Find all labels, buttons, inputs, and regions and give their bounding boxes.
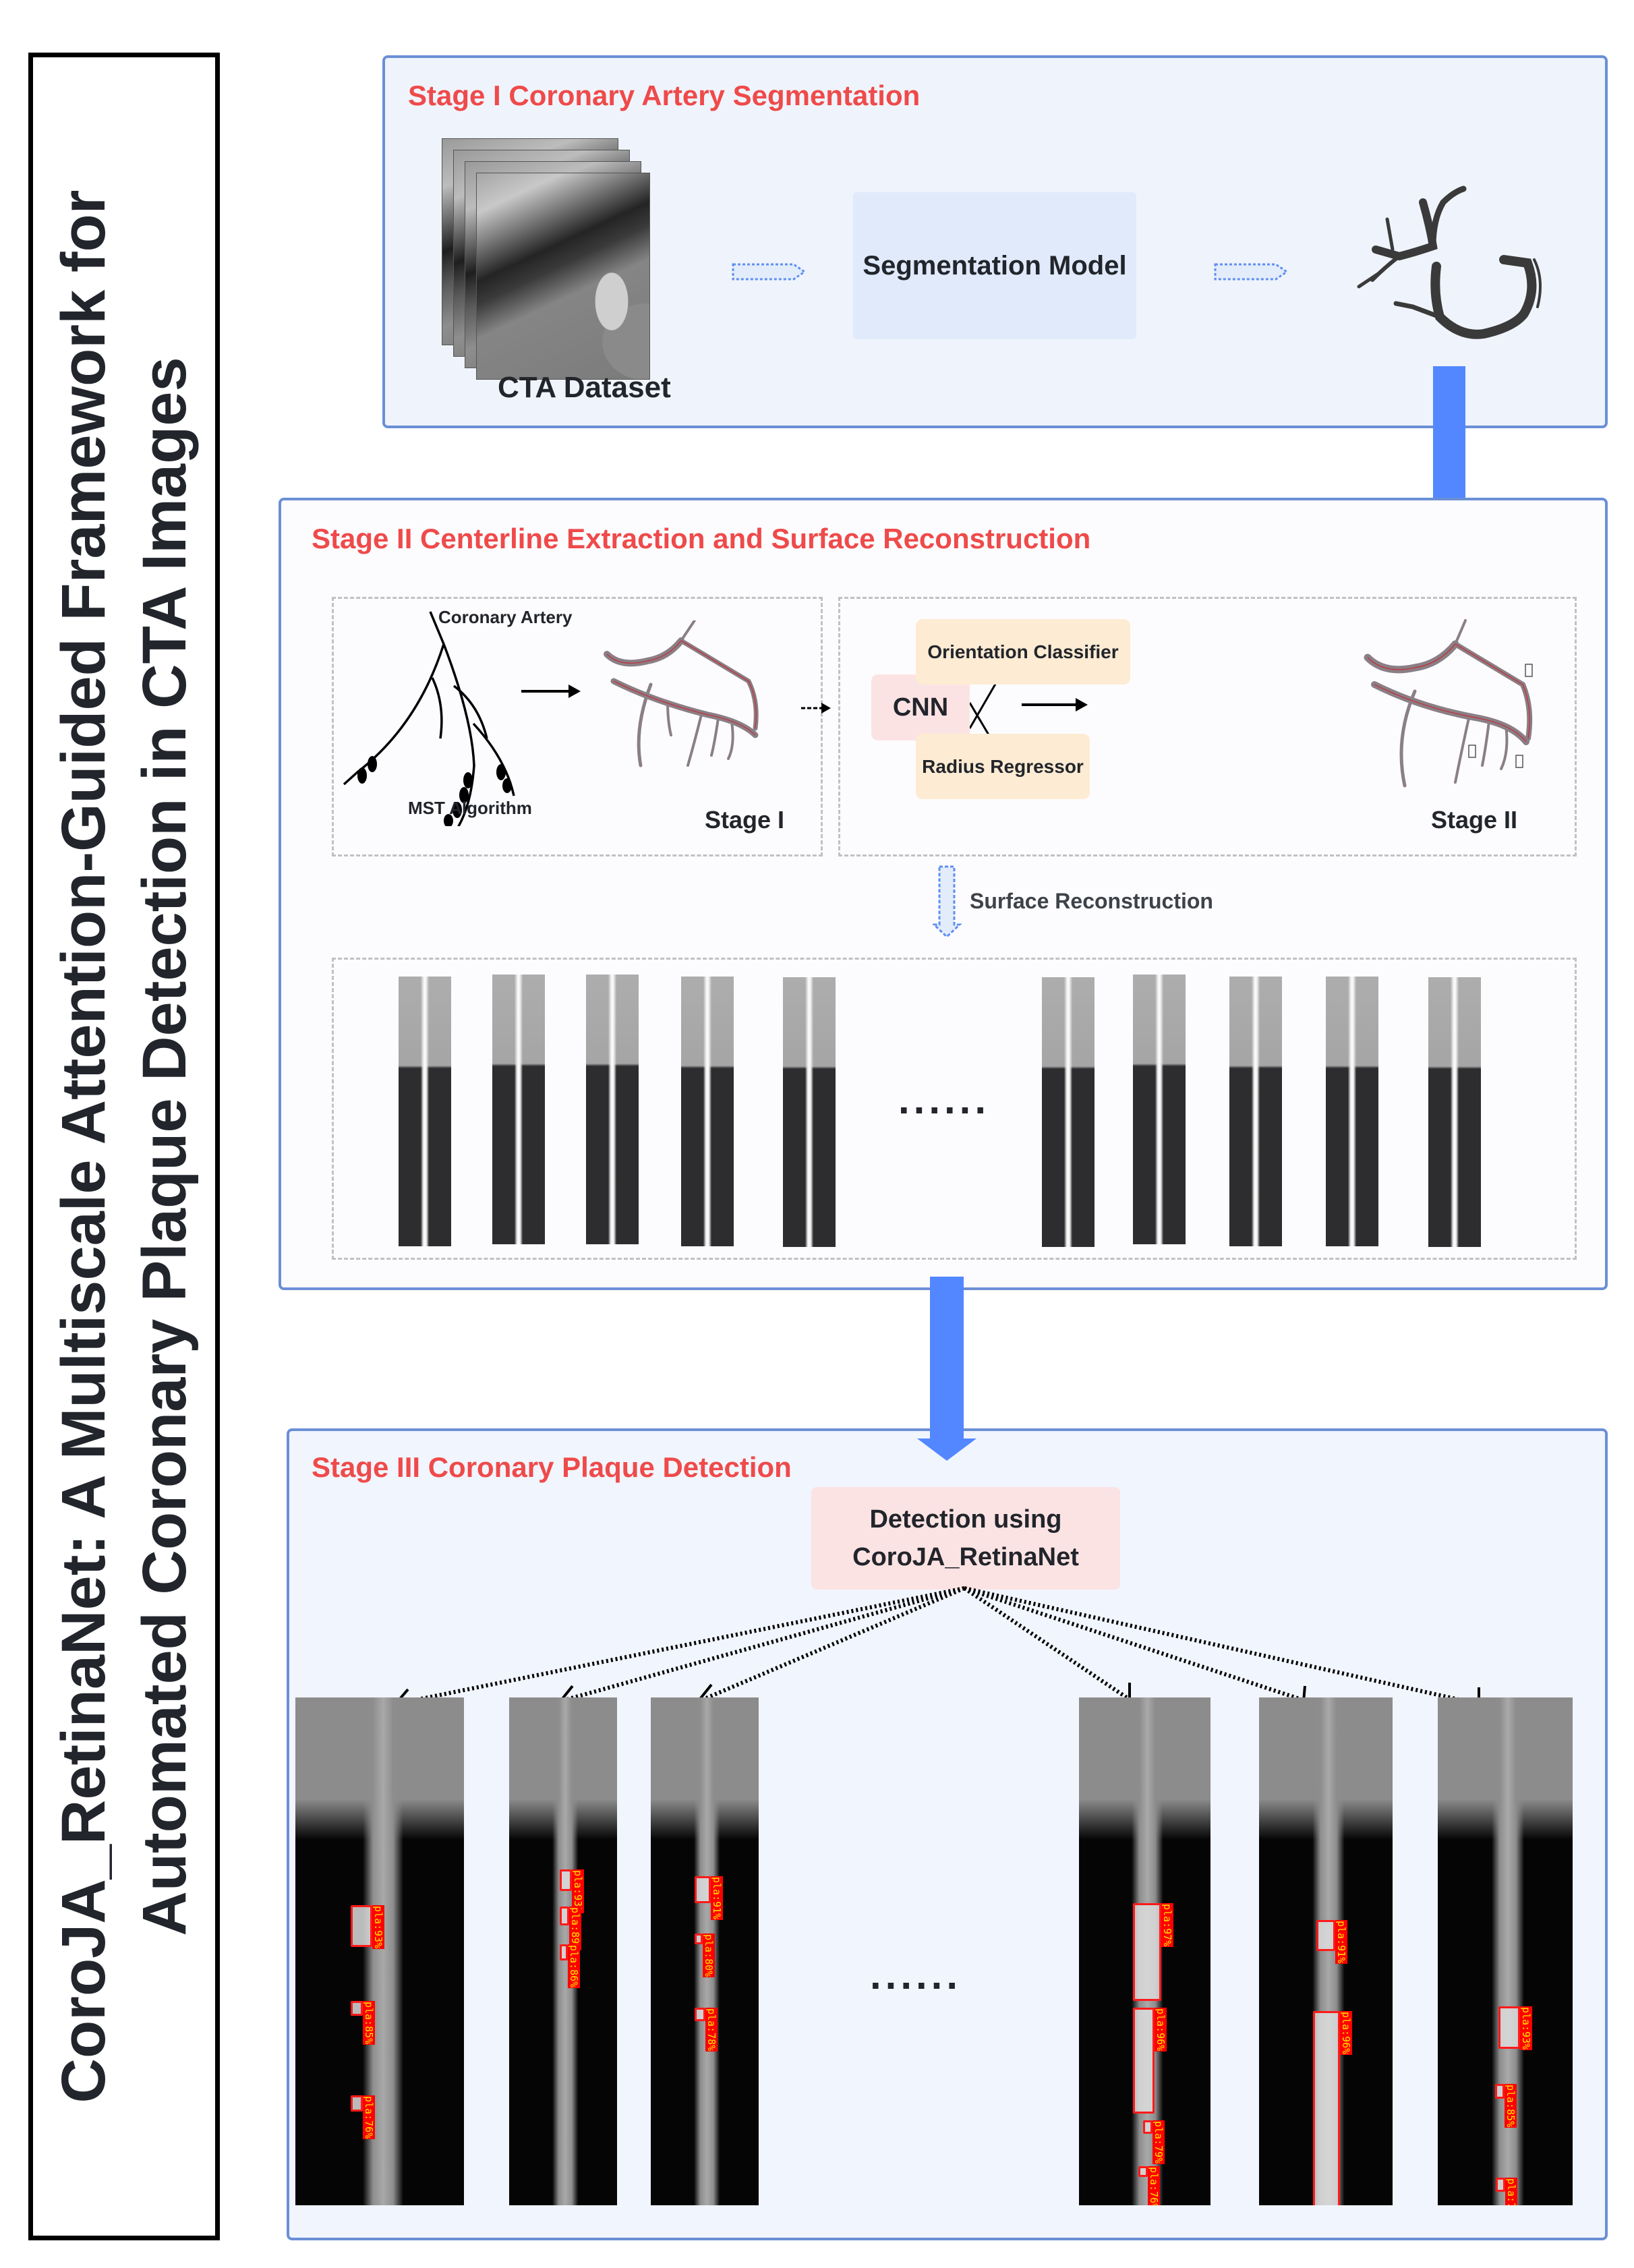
vessel-strip: [399, 977, 451, 1246]
plaque-bounding-box: [695, 2008, 705, 2021]
plaque-confidence-label: pla:86%: [568, 1944, 580, 1989]
vessel-strip: [586, 975, 639, 1244]
mst-tree-icon: [343, 611, 515, 826]
plaque-confidence-label: pla:93%: [572, 1869, 584, 1914]
vessel-strip: [783, 977, 836, 1247]
stage1-title: Stage I Coronary Artery Segmentation: [408, 80, 921, 111]
vessel-strip: [681, 977, 734, 1246]
detection-model-box: Detection using CoroJA_RetinaNet: [811, 1487, 1120, 1590]
stage1-centerline-subpanel: [332, 597, 823, 856]
dashed-arrow-right-icon: [1214, 263, 1289, 281]
plaque-confidence-label: pla:76%: [363, 2095, 375, 2140]
plaque-bounding-box: [695, 1876, 711, 1903]
stage2-centerline-subpanel: [838, 597, 1577, 856]
dotted-arrow: [963, 1586, 1129, 1700]
detection-image: pla:97% pla:96% pla:79%pla:76%: [1079, 1697, 1210, 2205]
dotted-arrow: [705, 1586, 966, 1700]
plaque-bounding-box: [351, 1905, 372, 1947]
plaque-bounding-box: [695, 1933, 703, 1944]
plaque-confidence-label: pla:85%: [1505, 2084, 1517, 2128]
artery-tree-render-icon: [604, 620, 759, 767]
plaque-bounding-box: [1143, 2120, 1152, 2134]
vessel-strip: [492, 975, 545, 1244]
plaque-bounding-box: [1316, 1920, 1335, 1951]
detection-image: pla:91% pla:96%: [1259, 1697, 1393, 2205]
plaque-confidence-label: pla:96%: [1155, 2008, 1167, 2052]
flow-arrow-down-icon: [917, 1277, 976, 1460]
plaque-bounding-box: [1133, 2008, 1155, 2114]
plaque-bounding-box: [1496, 2178, 1505, 2192]
title-box: CoroJA_RetinaNet: A Multiscale Attention…: [28, 53, 220, 2240]
coronary-artery-label: Coronary Artery: [438, 607, 573, 627]
vessel-strip: [1042, 977, 1095, 1247]
detections-ellipsis: ......: [870, 1952, 962, 1998]
detection-image: pla:93% pla:85% pla:76%: [1438, 1697, 1573, 2205]
strips-ellipsis: ......: [898, 1077, 991, 1122]
plaque-confidence-label: pla:78%: [705, 2008, 718, 2052]
plaque-confidence-label: pla:76%: [1148, 2166, 1160, 2205]
arrow-right-icon: [521, 685, 581, 698]
dashed-arrow-down-icon: [933, 865, 962, 938]
plaque-confidence-label: pla:96%: [1340, 2011, 1352, 2056]
fanout-arrows: [394, 1586, 1480, 1713]
plaque-confidence-label: pla:80%: [703, 1933, 715, 1978]
stage3-title: Stage III Coronary Plaque Detection: [312, 1451, 792, 1483]
dotted-arrow: [401, 1586, 965, 1705]
detection-image: pla:93% pla:85% pla:76%: [295, 1697, 464, 2205]
plaque-confidence-label: pla:89%: [569, 1907, 581, 1951]
plaque-bounding-box: [1498, 2006, 1520, 2049]
detection-line-1: Detection using: [869, 1505, 1062, 1534]
plaque-bounding-box: [560, 1869, 572, 1891]
plaque-confidence-label: pla:97%: [1161, 1903, 1173, 1948]
plaque-confidence-label: pla:85%: [363, 2001, 375, 2045]
detection-line-2: CoroJA_RetinaNet: [852, 1543, 1079, 1571]
vessel-strip: [1428, 977, 1481, 1247]
plaque-bounding-box: [351, 2095, 363, 2112]
dotted-arrow: [964, 1586, 1302, 1702]
arrow-right-icon: [1022, 698, 1088, 711]
dotted-arrow: [964, 1586, 1474, 1705]
title-line-1: CoroJA_RetinaNet: A Multiscale Attention…: [49, 190, 118, 2103]
vessel-strip: [1133, 975, 1186, 1244]
segmentation-model-box: Segmentation Model: [853, 192, 1136, 339]
segmented-artery-3d-icon: [1357, 185, 1542, 339]
plaque-confidence-label: pla:93%: [372, 1905, 384, 1950]
cta-slice: [476, 173, 650, 380]
detection-image: pla:91% pla:80% pla:78%: [651, 1697, 759, 2205]
surface-reconstruction-label: Surface Reconstruction: [970, 889, 1213, 913]
radius-regressor-box: Radius Regressor: [916, 734, 1090, 799]
plaque-confidence-label: pla:91%: [1335, 1920, 1347, 1965]
stage1-tag: Stage I: [705, 806, 785, 834]
vessel-strip: [1326, 977, 1378, 1246]
flow-arrow-tip-icon: [917, 1428, 976, 1461]
orientation-classifier-box: Orientation Classifier: [916, 619, 1130, 685]
plaque-bounding-box: [1138, 2166, 1148, 2177]
plaque-bounding-box: [1133, 1903, 1161, 2001]
plaque-confidence-label: pla:93%: [1520, 2006, 1532, 2051]
straightened-vessel-strips-panel: [332, 958, 1577, 1260]
cnn-box: CNN: [871, 674, 970, 740]
stage2-title: Stage II Centerline Extraction and Surfa…: [312, 523, 1091, 554]
detection-image: pla:93%pla:89%pla:86%: [509, 1697, 617, 2205]
plaque-confidence-label: pla:79%: [1152, 2120, 1165, 2165]
artery-tree-refined-icon: [1364, 619, 1533, 788]
stage2-tag: Stage II: [1431, 806, 1518, 834]
dashed-arrow-right-icon: [801, 703, 831, 714]
plaque-bounding-box: [1313, 2011, 1340, 2205]
plaque-confidence-label: pla:91%: [711, 1876, 723, 1921]
plaque-bounding-box: [560, 1944, 568, 1960]
plaque-bounding-box: [560, 1907, 569, 1925]
plaque-confidence-label: pla:76%: [1505, 2178, 1517, 2205]
figure-title: CoroJA_RetinaNet: A Multiscale Attention…: [43, 67, 205, 2226]
cta-dataset-label: CTA Dataset: [498, 371, 671, 404]
mst-algorithm-label: MST Algorithm: [408, 798, 532, 818]
dashed-arrow-right-icon: [732, 263, 807, 281]
vessel-strip: [1229, 977, 1282, 1246]
plaque-bounding-box: [1495, 2084, 1505, 2099]
dotted-arrow: [566, 1586, 965, 1702]
plaque-bounding-box: [351, 2001, 363, 2016]
title-line-2: Automated Coronary Plaque Detection in C…: [130, 357, 199, 1936]
